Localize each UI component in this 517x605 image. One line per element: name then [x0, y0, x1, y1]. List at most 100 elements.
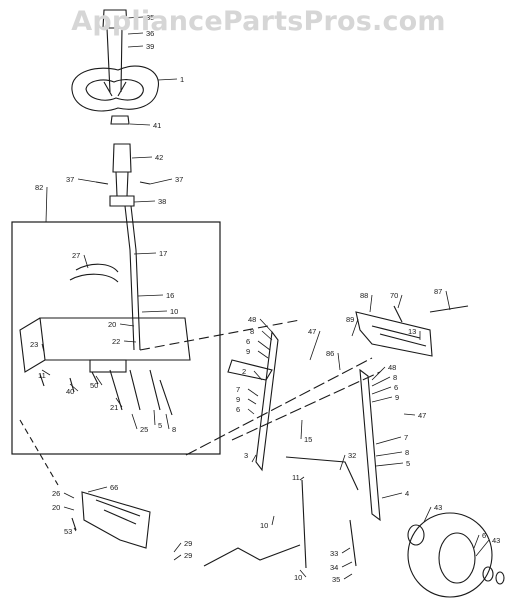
callout-leader: [375, 451, 403, 457]
tie-rod: [285, 456, 359, 491]
callout-leader: [133, 200, 156, 203]
callout-number: 39: [146, 42, 154, 51]
callout-leader: [299, 569, 307, 578]
callout-number: 20: [108, 320, 116, 329]
callout-leader: [381, 492, 403, 499]
callout-number: 37: [66, 175, 74, 184]
callout-leader: [261, 330, 273, 341]
callout-number: 4: [405, 489, 409, 498]
callout-number: 43: [492, 536, 500, 545]
callout-number: 21: [110, 403, 118, 412]
callout-number: 10: [170, 307, 178, 316]
callout-leader: [259, 318, 273, 333]
callout-leader: [371, 386, 392, 395]
callout-number: 41: [153, 121, 161, 130]
callout-number: 40: [66, 387, 74, 396]
callout-number: 38: [158, 197, 166, 206]
callout-number: 6: [236, 405, 240, 414]
bolt-87: [429, 305, 469, 313]
callout-leader: [369, 294, 373, 313]
callout-leader: [371, 376, 391, 387]
inset-sector: [109, 369, 173, 416]
callout-leader: [63, 506, 75, 511]
bracket-upper: [109, 195, 135, 207]
axle-bar-2: [231, 371, 381, 441]
pin-right: [139, 181, 151, 185]
callout-number: 35: [332, 575, 340, 584]
callout-leader: [127, 45, 144, 48]
wheel-washer: [482, 566, 494, 582]
callout-number: 42: [155, 153, 163, 162]
inset-bracket: [89, 359, 127, 373]
callout-leader: [299, 476, 305, 481]
watermark: AppliancePartsPros.com: [71, 6, 446, 37]
callout-leader: [371, 396, 393, 403]
callout-leader: [257, 350, 269, 359]
callout-number: 9: [395, 393, 399, 402]
callout-number: 17: [159, 249, 167, 258]
callout-number: 6: [394, 383, 398, 392]
callout-number: 6: [482, 531, 486, 540]
callout-leader: [95, 375, 103, 386]
callout-number: 8: [405, 448, 409, 457]
wheel-hub: [438, 532, 476, 584]
callout-number: 7: [404, 433, 408, 442]
inset-rack-top: [19, 317, 46, 373]
callout-number: 87: [434, 287, 442, 296]
steering-link-right: [359, 368, 381, 522]
callout-leader: [137, 294, 164, 297]
callout-leader: [87, 486, 108, 493]
callout-number: 1: [180, 75, 184, 84]
callout-leader: [257, 340, 271, 351]
callout-leader: [247, 388, 259, 397]
callout-leader: [69, 383, 79, 392]
steering-wheel: [71, 65, 159, 112]
callout-number: 20: [52, 503, 60, 512]
callout-leader: [126, 16, 144, 19]
guide-line: [19, 419, 59, 486]
callout-leader: [251, 454, 257, 463]
callout-leader: [445, 290, 451, 311]
callout-number: 5: [406, 459, 410, 468]
guide-line-2: [139, 319, 301, 351]
callout-number: 70: [390, 291, 398, 300]
callout-number: 8: [393, 373, 397, 382]
callout-leader: [73, 527, 77, 532]
callout-number: 3: [244, 451, 248, 460]
rod-10: [301, 479, 307, 569]
callout-number: 6: [246, 337, 250, 346]
steering-wheel-inner: [85, 79, 144, 101]
callout-leader: [123, 340, 137, 343]
callout-leader: [129, 123, 151, 126]
callout-number: 9: [246, 347, 250, 356]
callout-number: 66: [110, 483, 118, 492]
callout-number: 43: [434, 503, 442, 512]
bracket-66-inner: [95, 499, 141, 525]
hub: [110, 115, 130, 125]
wheel-spacer: [407, 524, 425, 546]
callout-leader: [341, 561, 353, 568]
steering-wheel-spokes: [103, 81, 127, 97]
callout-leader: [371, 366, 386, 381]
callout-leader: [141, 310, 168, 313]
callout-leader: [473, 534, 480, 549]
callout-number: 86: [326, 349, 334, 358]
callout-leader: [173, 554, 182, 561]
callout-number: 10: [260, 521, 268, 530]
callout-leader: [403, 413, 416, 416]
drag-link: [203, 544, 301, 567]
callout-number: 48: [248, 315, 256, 324]
callout-number: 82: [35, 183, 43, 192]
bracket-66: [81, 491, 151, 549]
callout-leader: [153, 409, 156, 426]
callout-leader: [131, 156, 153, 159]
steering-shaft: [124, 205, 141, 351]
callout-number: 11: [292, 473, 300, 482]
callout-leader: [119, 323, 135, 327]
callout-leader: [149, 178, 173, 185]
bracket-88: [355, 311, 433, 357]
callout-leader: [341, 547, 351, 554]
callout-number: 26: [52, 489, 60, 498]
callout-number: 35: [146, 13, 154, 22]
